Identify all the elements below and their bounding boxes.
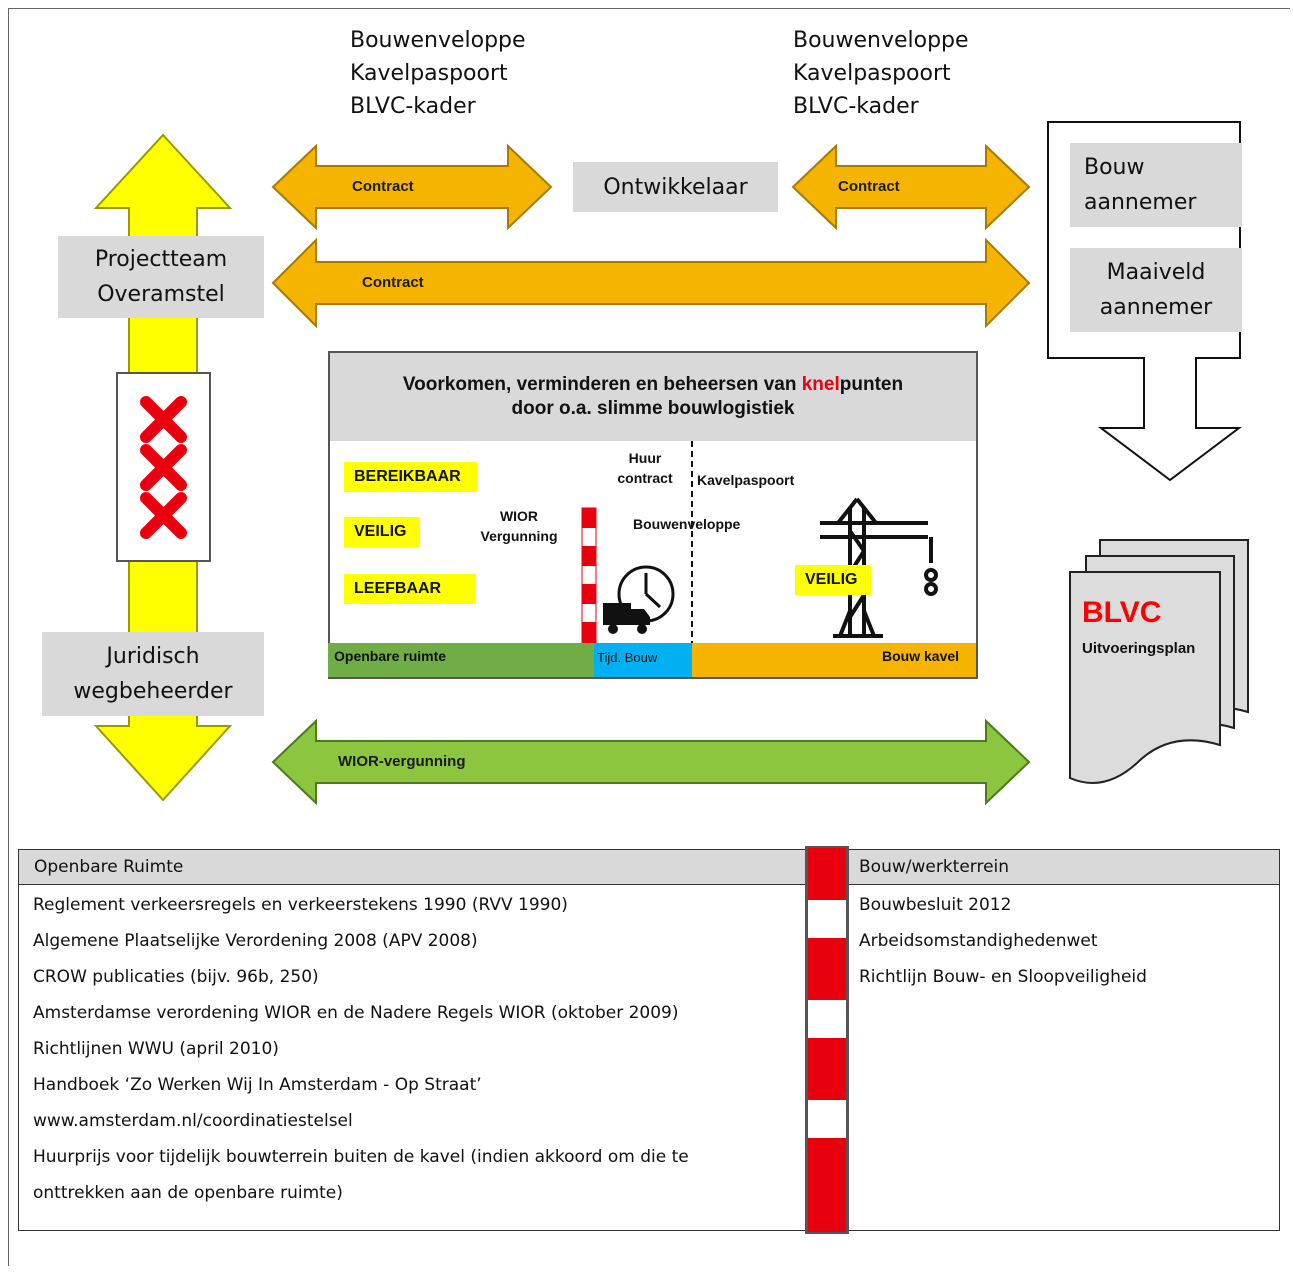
- maaiveld-aannemer-box: Maaiveld aannemer: [1070, 248, 1242, 332]
- doc-blvc-kader: BLVC-kader: [350, 94, 476, 119]
- bouwenveloppe-label: Bouwenveloppe: [633, 516, 741, 532]
- ontwikkelaar-label: Ontwikkelaar: [603, 174, 748, 200]
- ground-openbare-ruimte: [328, 643, 594, 677]
- projectteam-line1: Projectteam: [94, 247, 228, 272]
- bouw-aannemer-box: Bouw aannemer: [1070, 143, 1242, 227]
- bouw-aannemer-line1: Bouw: [1084, 155, 1145, 180]
- legend-item: Arbeidsomstandighedenwet: [859, 931, 1098, 951]
- document-sheet: [1069, 571, 1221, 784]
- ground-tijd-bouw: [594, 643, 692, 677]
- ontwikkelaar-box: Ontwikkelaar: [573, 162, 778, 212]
- huur-line1: Huur: [628, 450, 662, 466]
- legend-right-header: Bouw/werkterrein: [848, 849, 1280, 885]
- wior-line2: Vergunning: [480, 528, 558, 544]
- legend-left-header: Openbare Ruimte: [18, 849, 807, 885]
- tag-veilig-crane: VEILIG: [795, 565, 871, 595]
- title-part1: Voorkomen, verminderen en beheersen van: [402, 374, 802, 395]
- contract-arrow-left: [271, 143, 553, 231]
- page-frame: [8, 8, 1290, 1266]
- title-highlight: knel: [801, 374, 840, 395]
- maaiveld-aannemer-line2: aannemer: [1099, 295, 1213, 320]
- title-part2: punten: [839, 374, 904, 395]
- contract-label-right: Contract: [838, 178, 900, 195]
- ground-label-openbare: Openbare ruimte: [334, 648, 447, 664]
- doc-bouwenveloppe: Bouwenveloppe: [350, 28, 526, 53]
- legend-item: Richtlijn Bouw- en Sloopveiligheid: [859, 967, 1147, 987]
- contract-label-long: Contract: [362, 274, 424, 291]
- juridisch-box: Juridisch wegbeheerder: [42, 632, 264, 716]
- legend-barrier-pole-icon: [805, 846, 849, 1234]
- doc-kavelpaspoort: Kavelpaspoort: [350, 61, 508, 86]
- legend-item: Huurprijs voor tijdelijk bouwterrein bui…: [33, 1147, 689, 1167]
- xxx-crosses-icon: [140, 396, 187, 539]
- contract-arrow-right: [791, 143, 1031, 231]
- contract-label-left: Contract: [352, 178, 414, 195]
- blvc-document-stack: [1069, 539, 1249, 784]
- knelpunten-graphics: [328, 441, 976, 677]
- huur-contract-label: Huur contract: [605, 448, 685, 488]
- blvc-subtitle: Uitvoeringsplan: [1082, 640, 1196, 657]
- juridisch-line2: wegbeheerder: [73, 679, 233, 704]
- van-icon: [603, 603, 650, 634]
- legend-item: Amsterdamse verordening WIOR en de Nader…: [33, 1003, 679, 1023]
- legend-item: Reglement verkeersregels en verkeersteke…: [33, 895, 568, 915]
- legend-item: CROW publicaties (bijv. 96b, 250): [33, 967, 319, 987]
- kavelpaspoort-label: Kavelpaspoort: [697, 472, 795, 488]
- legend-left-header-text: Openbare Ruimte: [34, 857, 184, 877]
- ground-label-tijd-bouw: Tijd. Bouw: [597, 650, 658, 665]
- legend-right-header-text: Bouw/werkterrein: [859, 857, 1010, 877]
- projectteam-line2: Overamstel: [97, 282, 225, 307]
- contract-arrow-long: [271, 237, 1031, 329]
- ground-label-bouw-kavel: Bouw kavel: [882, 648, 960, 664]
- top-docs-right: Bouwenveloppe Kavelpaspoort BLVC-kader: [793, 24, 969, 123]
- wior-line1: WIOR: [499, 508, 539, 524]
- legend-item: Bouwbesluit 2012: [859, 895, 1012, 915]
- legend-item: www.amsterdam.nl/coordinatiestelsel: [33, 1111, 353, 1131]
- panel-title: Voorkomen, verminderen en beheersen van …: [330, 353, 976, 441]
- tag-veilig: VEILIG: [344, 517, 420, 547]
- maaiveld-aannemer-line1: Maaiveld: [1106, 260, 1206, 285]
- doc-kavelpaspoort: Kavelpaspoort: [793, 61, 951, 86]
- legend-item: Richtlijnen WWU (april 2010): [33, 1039, 279, 1059]
- legend-item: onttrekken aan de openbare ruimte): [33, 1183, 343, 1203]
- wior-arrow: [271, 718, 1031, 806]
- title-line2: door o.a. slimme bouwlogistiek: [511, 398, 795, 419]
- ground-bouw-kavel: [692, 643, 976, 677]
- barrier-pole-icon: [581, 507, 597, 644]
- projectteam-box: Projectteam Overamstel: [58, 236, 264, 318]
- tag-leefbaar: LEEFBAAR: [344, 574, 476, 604]
- wior-label: WIOR-vergunning: [338, 753, 466, 770]
- huur-line2: contract: [617, 470, 673, 486]
- bouw-aannemer-line2: aannemer: [1084, 190, 1197, 215]
- wior-vergunning-label: WIOR Vergunning: [464, 506, 574, 546]
- blvc-title: BLVC: [1082, 596, 1162, 629]
- amsterdam-emblem: [116, 372, 211, 562]
- juridisch-line1: Juridisch: [106, 644, 200, 669]
- legend-item: Handboek ‘Zo Werken Wij In Amsterdam - O…: [33, 1075, 482, 1095]
- top-docs-left: Bouwenveloppe Kavelpaspoort BLVC-kader: [350, 24, 526, 123]
- doc-blvc-kader: BLVC-kader: [793, 94, 919, 119]
- tag-bereikbaar: BEREIKBAAR: [344, 462, 477, 492]
- legend-item: Algemene Plaatselijke Verordening 2008 (…: [33, 931, 478, 951]
- doc-bouwenveloppe: Bouwenveloppe: [793, 28, 969, 53]
- clock-icon: [617, 565, 675, 623]
